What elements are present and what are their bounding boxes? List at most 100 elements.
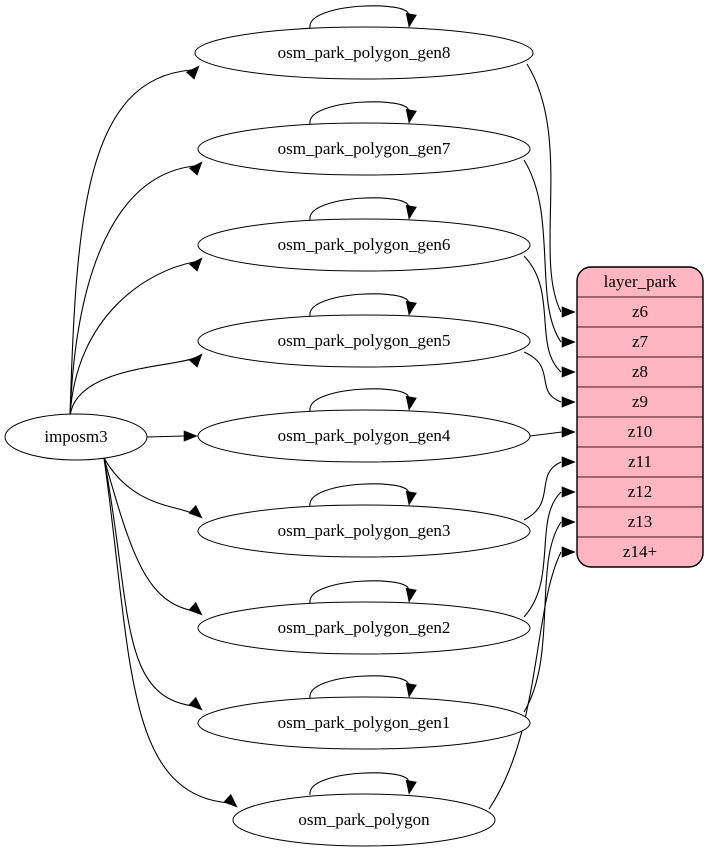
nodes-layer: imposm3 osm_park_polygon_gen8 osm_park_pol… xyxy=(4,26,534,847)
zoom-row-label-z10: z10 xyxy=(628,422,653,441)
edge-imposm3-to-base xyxy=(103,457,230,804)
layer-park-outline xyxy=(576,266,704,568)
edge-gen1-to-z13 xyxy=(523,521,562,713)
edge-gen2-to-z12 xyxy=(523,491,562,618)
arrow-gen8-to-z6 xyxy=(561,306,576,318)
self-loop-arrow-gen5 xyxy=(405,300,417,316)
node-gen6-shape[interactable] xyxy=(197,218,531,272)
node-gen4-shape[interactable] xyxy=(197,409,531,463)
arrow-gen2-to-z12 xyxy=(561,486,576,498)
edge-imposm3-to-gen1 xyxy=(103,457,195,707)
arrow-base-to-z14+ xyxy=(561,546,576,558)
node-gen3-label: osm_park_polygon_gen3 xyxy=(278,521,451,540)
node-gen1-shape[interactable] xyxy=(197,696,531,750)
node-gen7[interactable]: osm_park_polygon_gen7 xyxy=(197,122,531,176)
layer-park-header-label: layer_park xyxy=(604,272,677,291)
node-base[interactable]: osm_park_polygon xyxy=(232,793,496,847)
zoom-row-z14plus[interactable] xyxy=(577,536,703,567)
zoom-row-z8[interactable] xyxy=(577,356,703,388)
arrow-imposm3-to-gen6 xyxy=(188,257,203,272)
edge-gen5-to-z9 xyxy=(523,351,562,403)
edge-imposm3-to-gen6 xyxy=(69,261,195,417)
node-gen5[interactable]: osm_park_polygon_gen5 xyxy=(197,314,531,368)
arrow-gen7-to-z7 xyxy=(561,336,576,348)
node-imposm3-label: imposm3 xyxy=(44,427,107,446)
node-gen2-label: osm_park_polygon_gen2 xyxy=(278,618,451,637)
zoom-row-label-z6: z6 xyxy=(632,302,648,321)
zoom-row-label-z13: z13 xyxy=(628,512,653,531)
node-gen3-shape[interactable] xyxy=(197,504,531,558)
arrow-imposm3-to-gen2 xyxy=(188,601,203,616)
node-gen4-label: osm_park_polygon_gen4 xyxy=(278,426,451,445)
self-loop-arrow-gen3 xyxy=(405,490,417,506)
node-gen7-label: osm_park_polygon_gen7 xyxy=(278,139,451,158)
node-gen5-shape[interactable] xyxy=(197,314,531,368)
node-gen2-shape[interactable] xyxy=(197,601,531,655)
self-loop-arrow-gen4 xyxy=(405,395,417,411)
self-loop-arrow-gen6 xyxy=(405,204,417,220)
node-gen1-label: osm_park_polygon_gen1 xyxy=(278,713,451,732)
self-loop-gen8 xyxy=(309,5,409,29)
node-gen2[interactable]: osm_park_polygon_gen2 xyxy=(197,601,531,655)
node-base-shape[interactable] xyxy=(232,793,496,847)
edge-gen4-to-z10 xyxy=(529,431,563,437)
self-loop-arrow-gen8 xyxy=(405,12,417,28)
node-imposm3[interactable]: imposm3 xyxy=(4,413,148,461)
arrow-gen6-to-z8 xyxy=(561,366,576,378)
edge-imposm3-to-gen5 xyxy=(69,357,195,417)
node-gen7-shape[interactable] xyxy=(197,122,531,176)
zoom-row-label-z11: z11 xyxy=(628,452,652,471)
arrow-imposm3-to-gen4 xyxy=(183,430,198,442)
edge-gen7-to-z7 xyxy=(523,159,562,343)
self-loop-arrow-gen7 xyxy=(405,108,417,124)
self-loop-gen2 xyxy=(309,580,409,604)
edges-layer xyxy=(69,5,576,810)
zoom-row-label-z8: z8 xyxy=(632,362,648,381)
node-gen4[interactable]: osm_park_polygon_gen4 xyxy=(197,409,531,463)
node-gen8[interactable]: osm_park_polygon_gen8 xyxy=(194,26,534,80)
edge-imposm3-to-gen3 xyxy=(103,457,195,515)
node-base-label: osm_park_polygon xyxy=(298,810,430,829)
zoom-row-z6[interactable] xyxy=(577,296,703,328)
arrow-gen4-to-z10 xyxy=(561,426,576,438)
arrow-imposm3-to-gen1 xyxy=(188,696,203,711)
arrow-imposm3-to-gen5 xyxy=(188,353,203,368)
self-loop-gen3 xyxy=(309,483,409,507)
self-loop-arrow-base xyxy=(405,779,417,795)
edge-gen6-to-z8 xyxy=(523,255,562,373)
arrow-gen3-to-z11 xyxy=(561,456,576,468)
self-loop-arrow-gen2 xyxy=(405,587,417,603)
node-gen1[interactable]: osm_park_polygon_gen1 xyxy=(197,696,531,750)
edge-gen8-to-z6 xyxy=(526,63,562,313)
node-gen8-shape[interactable] xyxy=(194,26,534,80)
arrow-imposm3-to-base xyxy=(223,793,238,808)
edge-imposm3-to-gen8 xyxy=(69,69,192,417)
edge-gen3-to-z11 xyxy=(523,461,562,521)
arrow-gen1-to-z13 xyxy=(561,516,576,528)
arrow-imposm3-to-gen8 xyxy=(185,65,200,80)
edge-base-to-z14+ xyxy=(488,551,562,810)
edge-imposm3-to-gen7 xyxy=(69,165,195,417)
node-gen8-label: osm_park_polygon_gen8 xyxy=(278,43,451,62)
self-loop-gen5 xyxy=(309,293,409,317)
node-gen6-label: osm_park_polygon_gen6 xyxy=(278,235,451,254)
zoom-row-z7[interactable] xyxy=(577,326,703,358)
zoom-row-z10[interactable] xyxy=(577,416,703,448)
self-loop-gen6 xyxy=(309,197,409,221)
zoom-row-label-z12: z12 xyxy=(628,482,653,501)
node-gen6[interactable]: osm_park_polygon_gen6 xyxy=(197,218,531,272)
arrow-imposm3-to-gen7 xyxy=(188,161,203,176)
node-gen5-label: osm_park_polygon_gen5 xyxy=(278,331,451,350)
arrow-imposm3-to-gen3 xyxy=(188,504,203,519)
zoom-row-z11[interactable] xyxy=(577,446,703,478)
zoom-row-label-z7: z7 xyxy=(632,332,649,351)
self-loop-arrow-gen1 xyxy=(405,682,417,698)
node-gen3[interactable]: osm_park_polygon_gen3 xyxy=(197,504,531,558)
zoom-row-label-z9: z9 xyxy=(632,392,648,411)
self-loop-base xyxy=(309,772,409,796)
node-imposm3-shape[interactable] xyxy=(4,413,148,461)
self-loop-gen4 xyxy=(309,388,409,412)
